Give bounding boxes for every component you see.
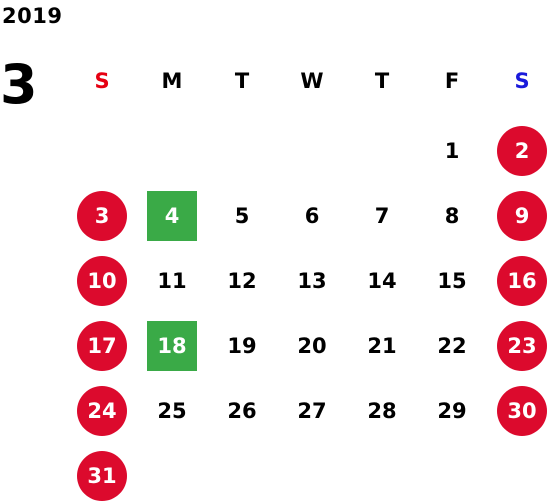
day-number: 9 [514,204,530,228]
day-number: 29 [437,399,467,423]
day-cell-26[interactable]: 26 [216,385,268,437]
weekday-header-sat: S [514,69,530,93]
day-number: 30 [507,399,537,423]
day-cell-24[interactable]: 24 [76,385,128,437]
day-number: 12 [227,269,257,293]
day-cell-20[interactable]: 20 [286,320,338,372]
day-cell-27[interactable]: 27 [286,385,338,437]
day-number: 1 [444,139,460,163]
day-number: 2 [514,139,530,163]
day-cell-12[interactable]: 12 [216,255,268,307]
day-number: 20 [297,334,327,358]
day-cell-4[interactable]: 4 [146,190,198,242]
day-cell-14[interactable]: 14 [356,255,408,307]
day-number: 13 [297,269,327,293]
day-number: 14 [367,269,397,293]
day-cell-10[interactable]: 10 [76,255,128,307]
day-cell-15[interactable]: 15 [426,255,478,307]
day-cell-6[interactable]: 6 [286,190,338,242]
day-number: 18 [157,334,187,358]
day-number: 8 [444,204,460,228]
day-cell-25[interactable]: 25 [146,385,198,437]
weekday-header-sun: S [94,69,110,93]
day-number: 24 [87,399,117,423]
year-label: 2019 [2,4,63,28]
day-number: 7 [374,204,390,228]
day-number: 3 [94,204,110,228]
weekday-header-tue: T [234,69,250,93]
day-number: 25 [157,399,187,423]
day-cell-21[interactable]: 21 [356,320,408,372]
day-cell-7[interactable]: 7 [356,190,408,242]
day-number: 17 [87,334,117,358]
day-cell-16[interactable]: 16 [496,255,548,307]
day-number: 16 [507,269,537,293]
day-number: 4 [164,204,180,228]
day-number: 5 [234,204,250,228]
day-number: 22 [437,334,467,358]
month-number: 3 [0,53,38,116]
day-cell-29[interactable]: 29 [426,385,478,437]
day-number: 28 [367,399,397,423]
day-cell-5[interactable]: 5 [216,190,268,242]
day-cell-30[interactable]: 30 [496,385,548,437]
day-cell-1[interactable]: 1 [426,125,478,177]
day-cell-8[interactable]: 8 [426,190,478,242]
day-cell-3[interactable]: 3 [76,190,128,242]
day-cell-31[interactable]: 31 [76,450,128,502]
day-number: 31 [87,464,117,488]
weekday-header-mon: M [161,69,183,93]
day-number: 10 [87,269,117,293]
day-cell-17[interactable]: 17 [76,320,128,372]
day-number: 6 [304,204,320,228]
day-cell-19[interactable]: 19 [216,320,268,372]
day-cell-23[interactable]: 23 [496,320,548,372]
day-cell-13[interactable]: 13 [286,255,338,307]
weekday-header-wed: W [300,69,324,93]
day-cell-11[interactable]: 11 [146,255,198,307]
day-cell-2[interactable]: 2 [496,125,548,177]
day-number: 27 [297,399,327,423]
weekday-header-fri: F [444,69,460,93]
day-number: 26 [227,399,257,423]
day-number: 23 [507,334,537,358]
day-number: 11 [157,269,187,293]
day-cell-9[interactable]: 9 [496,190,548,242]
day-cell-18[interactable]: 18 [146,320,198,372]
day-cell-28[interactable]: 28 [356,385,408,437]
day-number: 19 [227,334,257,358]
day-number: 21 [367,334,397,358]
day-cell-22[interactable]: 22 [426,320,478,372]
weekday-header-thu: T [374,69,390,93]
day-number: 15 [437,269,467,293]
